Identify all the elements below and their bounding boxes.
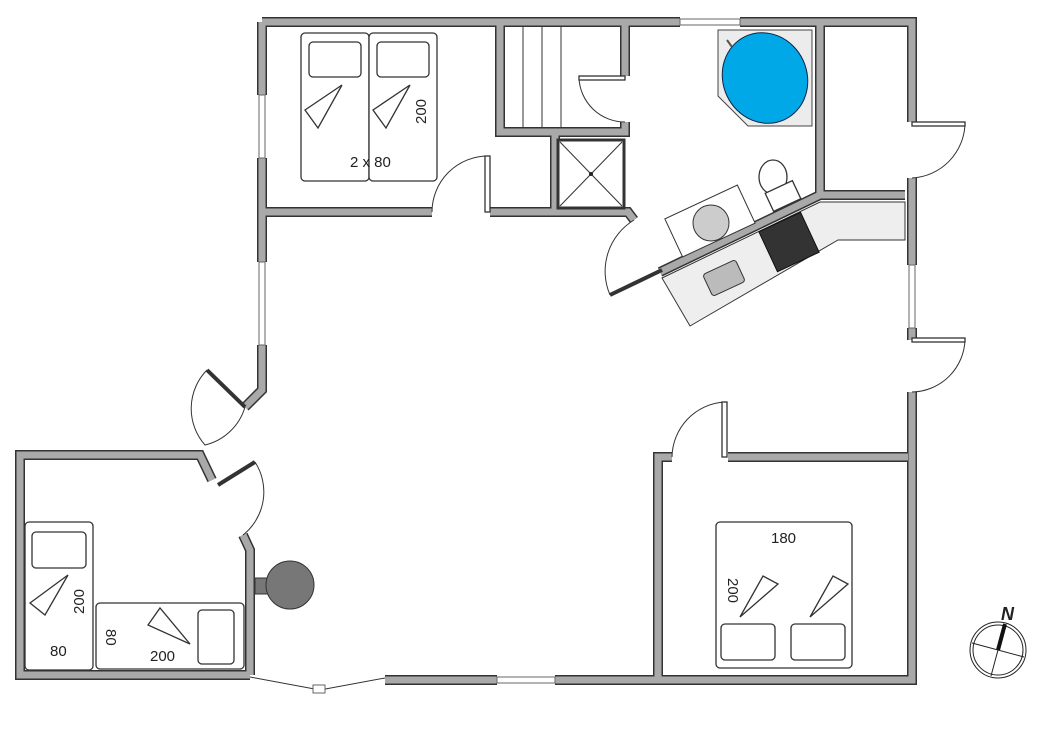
kitchen-counter <box>661 201 906 327</box>
bathtub <box>717 29 813 127</box>
bed-width-label: 180 <box>771 530 796 547</box>
cooktop <box>758 211 820 273</box>
bathroom-sink <box>664 184 756 258</box>
compass-north-label: N <box>1001 604 1015 624</box>
compass-icon <box>969 621 1027 679</box>
windows <box>249 18 916 694</box>
doors <box>190 75 966 536</box>
wall-fill <box>16 18 916 684</box>
bed-length-label: 200 <box>150 648 175 665</box>
bed-width-label: 80 <box>102 629 119 646</box>
shower <box>556 138 626 210</box>
bed-size-label: 2 x 80 <box>350 154 391 171</box>
bed-length-label: 200 <box>413 99 430 124</box>
staircase <box>522 26 562 128</box>
bedroom2-beds <box>24 521 245 671</box>
wood-stove <box>254 560 315 610</box>
toilet <box>758 159 802 213</box>
bed-length-label: 200 <box>724 578 741 603</box>
bedroom1-beds <box>300 32 438 182</box>
bedroom3-bed <box>715 521 853 669</box>
bed-width-label: 80 <box>50 643 67 660</box>
bed-length-label: 200 <box>71 589 88 614</box>
walls <box>15 17 917 685</box>
